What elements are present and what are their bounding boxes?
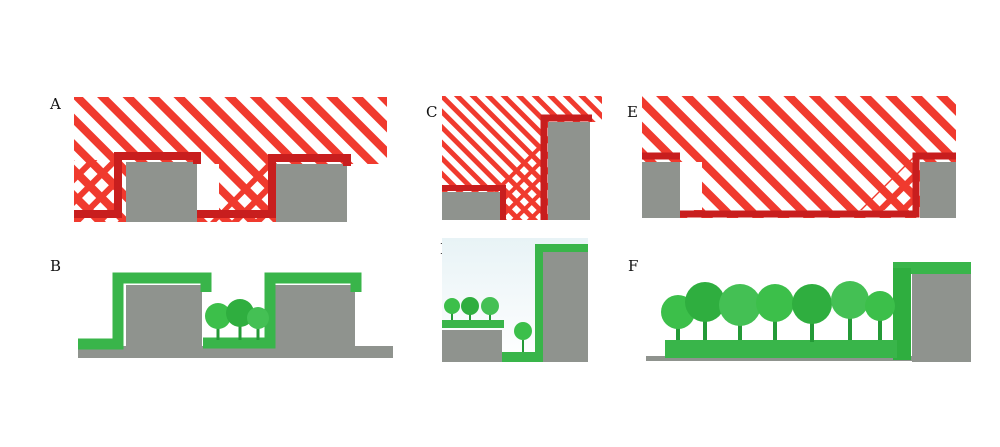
panel-f xyxy=(646,262,971,362)
open-gap xyxy=(197,164,219,211)
building xyxy=(912,272,971,362)
building xyxy=(442,330,502,362)
building xyxy=(276,164,347,222)
tree-group xyxy=(661,281,895,342)
open-gap xyxy=(590,122,602,220)
panel-a xyxy=(74,97,387,222)
panel-b xyxy=(78,272,393,358)
green-roof xyxy=(203,272,362,349)
exposure-edge xyxy=(74,152,201,218)
green-roof xyxy=(535,244,588,252)
green-roof xyxy=(442,320,504,328)
green-roof xyxy=(893,262,971,274)
panel-e xyxy=(642,96,956,218)
building xyxy=(541,250,588,362)
exposure-edge xyxy=(442,185,506,220)
green-ground xyxy=(665,340,897,358)
tree-group xyxy=(444,297,532,352)
building xyxy=(442,192,500,220)
exposure-edge xyxy=(540,114,592,220)
ground xyxy=(646,356,971,361)
panel-label-b: B xyxy=(50,257,62,275)
green-roof xyxy=(78,272,212,350)
building xyxy=(126,162,197,222)
green-wall xyxy=(893,268,911,360)
exposure-edge xyxy=(680,152,956,218)
green-ground xyxy=(502,352,540,362)
ground xyxy=(78,346,393,358)
panel-label-c: C xyxy=(426,103,438,121)
panel-label-f: F xyxy=(628,257,639,275)
building xyxy=(548,122,590,220)
green-wall xyxy=(535,246,543,362)
cross-hatch-zone xyxy=(860,152,918,210)
exposure-edge xyxy=(197,154,351,218)
cross-hatch-zone xyxy=(74,160,120,222)
building xyxy=(920,162,956,218)
panel-label-a: A xyxy=(50,95,61,113)
panel-label-e: E xyxy=(627,103,638,121)
tree-group xyxy=(205,299,269,340)
building xyxy=(642,162,680,218)
panel-c xyxy=(442,96,602,220)
cross-hatch-zone xyxy=(210,160,270,222)
open-gap xyxy=(347,164,387,222)
building xyxy=(275,285,355,347)
building xyxy=(126,285,202,347)
panel-d xyxy=(442,238,588,362)
open-gap xyxy=(680,162,702,210)
